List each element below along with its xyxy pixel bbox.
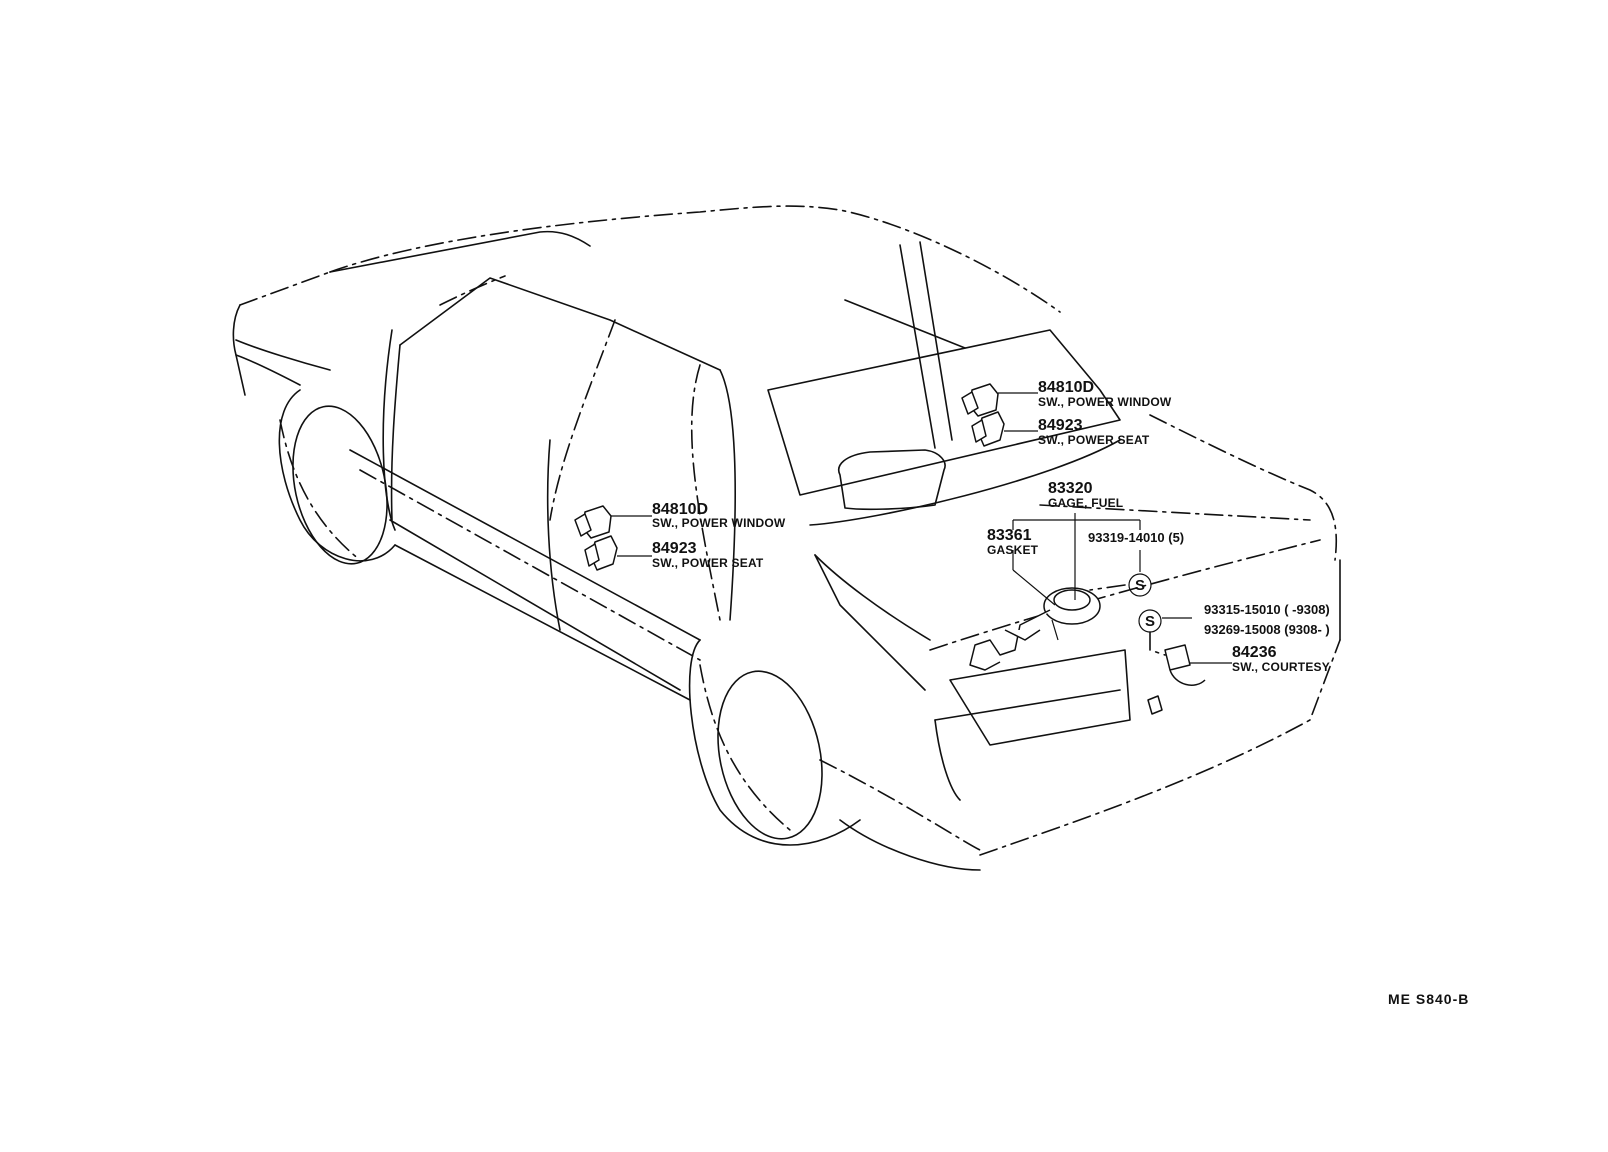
courtesy-switch-art	[1147, 644, 1206, 715]
screw-symbol-a-text: S	[1135, 577, 1145, 594]
screw-c-part-number: 93269-15008 (9308- )	[1204, 622, 1330, 637]
leader-lines	[611, 392, 1232, 664]
power-window-front-name: SW., POWER WINDOW	[1038, 395, 1172, 409]
power-window-front-part-number: 84810D	[1038, 379, 1095, 396]
car-body-outline	[232, 205, 1341, 871]
power-seat-front-part-number: 84923	[1038, 417, 1083, 434]
fuel-gage-name: GAGE, FUEL	[1048, 496, 1124, 510]
gasket-part-number: 83361	[987, 527, 1032, 544]
courtesy-switch-name: SW., COURTESY	[1232, 660, 1330, 674]
gasket-name: GASKET	[987, 543, 1039, 557]
power-window-switch-front-art	[961, 383, 999, 417]
screw-b-part-number: 93315-15010 ( -9308)	[1204, 602, 1330, 617]
power-window-rear-part-number: 84810D	[652, 501, 709, 518]
fuel-gage-assembly-art	[969, 587, 1101, 671]
screw-symbol-b: S	[1138, 609, 1162, 633]
power-seat-rear-part-number: 84923	[652, 540, 697, 557]
power-seat-rear-name: SW., POWER SEAT	[652, 556, 764, 570]
fuel-gage-part-number: 83320	[1048, 480, 1093, 497]
power-seat-front-name: SW., POWER SEAT	[1038, 433, 1150, 447]
courtesy-switch-part-number: 84236	[1232, 644, 1277, 661]
screw-symbol-b-text: S	[1145, 613, 1155, 630]
screw-symbol-a: S	[1128, 573, 1152, 597]
power-window-switch-rear-art	[574, 505, 612, 539]
screw-a-part-number: 93319-14010 (5)	[1088, 530, 1185, 545]
diagram-reference-code: ME S840-B	[1388, 991, 1470, 1007]
power-window-rear-name: SW., POWER WINDOW	[652, 516, 786, 530]
power-seat-switch-rear-art	[584, 535, 618, 571]
power-seat-switch-front-art	[971, 411, 1005, 447]
